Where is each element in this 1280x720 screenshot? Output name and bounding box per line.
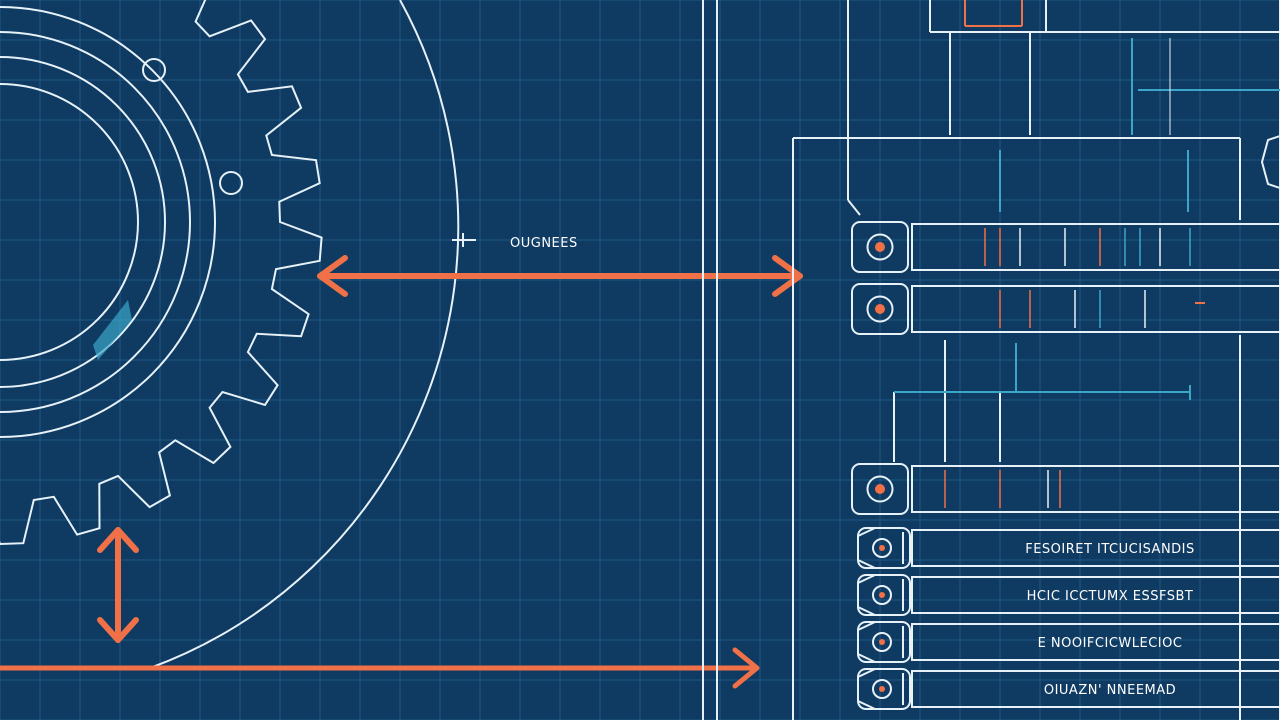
gear-icon	[0, 0, 323, 546]
gear-icon	[851, 463, 909, 515]
dimension-annotation: OUGNEES	[452, 233, 578, 251]
gear-icon	[851, 283, 909, 335]
row-label: OIUAZN' NNEEMAD	[1044, 683, 1176, 698]
divider-lines	[702, 0, 718, 720]
component-row: E NOOIFCICWLECIOC	[857, 621, 1280, 663]
schematic-accents	[894, 0, 1280, 400]
component-bar	[851, 283, 1280, 335]
vertical-dimension-arrow	[97, 527, 139, 643]
component-row: FESOIRET ITCUCISANDIS	[857, 527, 1280, 569]
outer-arc	[149, 0, 460, 669]
cog-icon	[872, 679, 892, 699]
upper-component-bars	[851, 221, 1280, 515]
component-row: OIUAZN' NNEEMAD	[857, 668, 1280, 710]
component-bar	[851, 221, 1280, 273]
bottom-arrow	[0, 647, 760, 689]
schematic-frame	[792, 0, 1280, 720]
gear-icon	[851, 221, 909, 273]
component-row: HCIC ICCTUMX ESSFSBT	[857, 574, 1280, 616]
cog-icon	[872, 538, 892, 558]
cog-icon	[872, 585, 892, 605]
row-label: HCIC ICCTUMX ESSFSBT	[1027, 589, 1194, 604]
cog-icon	[872, 632, 892, 652]
dimension-label: OUGNEES	[510, 236, 578, 251]
component-list: FESOIRET ITCUCISANDIS HCIC ICCTUMX ESSFSB…	[857, 527, 1280, 710]
row-label: E NOOIFCICWLECIOC	[1038, 636, 1183, 651]
component-bar	[851, 463, 1280, 515]
row-label: FESOIRET ITCUCISANDIS	[1025, 542, 1195, 557]
horizontal-dimension-arrow	[317, 255, 803, 297]
